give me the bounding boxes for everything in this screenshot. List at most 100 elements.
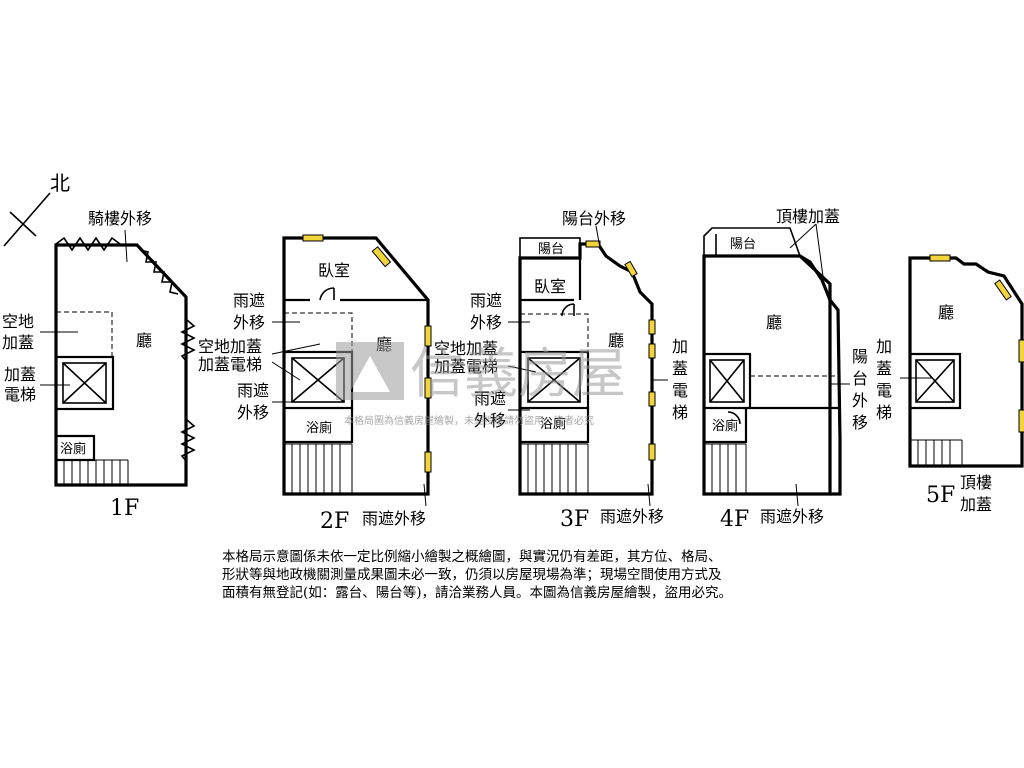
room-hall-4f: 廳 [766,313,782,332]
vacant-area-dash-2f [284,312,353,352]
label-elev-5f-2: 蓋 [876,359,892,378]
label-vacant-1f-b: 加蓋 [2,333,34,352]
label-canopy-2f-a2: 外移 [233,313,265,332]
stairs-2f [284,443,353,494]
window-3f-r3 [648,391,656,407]
floor-2f: 雨遮 外移 空地加蓋 加蓋電梯 雨遮 外移 臥室 廳 浴廁 雨遮外移 2F [198,234,432,534]
label-canopy-2f-bottom: 雨遮外移 [362,509,426,528]
leader-vacant-2f [271,343,321,355]
label-vacant-2f: 空地加蓋 [198,337,262,356]
window-5f-top [929,254,951,262]
label-elev-1f-a: 加蓋 [4,365,36,384]
label-roof-5f-2: 加蓋 [960,495,992,514]
room-hall-3f: 廳 [608,331,624,350]
label-elev-2f: 加蓋電梯 [198,355,262,374]
balcony-4f [703,227,801,257]
watermark-logo [336,342,404,400]
elevator-4f-cab [709,359,745,403]
window-3f-r1 [648,319,656,335]
canopy-zigzag-1f-b [180,419,196,463]
disclaimer-line-2: 形狀等與地政機關測量成果圖未必一致，仍須以房屋現場為準；現場空間使用方式及 [222,567,722,583]
window-2f-r2 [424,377,432,399]
label-canopy-4f-bottom: 雨遮外移 [760,507,824,526]
label-balcony-4f-v3: 外 [852,391,868,410]
room-balcony-3f: 陽台 [538,242,564,257]
leader-arcade [124,229,128,263]
leader-elev-2f [271,361,301,381]
watermark-small-text: 本格局圖為信義房屋繪製，未經授權請勿盜用，違者必究 [344,414,594,427]
label-canopy-2f-a1: 雨遮 [233,291,265,310]
window-2f-r3 [424,451,432,473]
canopy-zigzag-1f-a [180,319,196,363]
label-elev-5f-1: 加 [876,337,892,356]
elevator-1f [54,355,115,411]
room-balcony-4f: 陽台 [730,237,756,252]
disclaimer-line-3: 面積有無登記(如：露台、陽台等)，請洽業務人員。本圖為信義房屋繪製，盜用必究。 [222,585,733,601]
floor-label-4f: 4F [720,507,749,532]
door-4f-bath [727,411,741,425]
door-3f-bed [561,303,575,317]
label-elev-5f-4: 梯 [876,403,892,422]
floor-1f-outline [54,243,188,487]
arcade-zigzag-diag [139,249,179,295]
elevator-1f-cab [62,362,107,404]
floor-3f-outline [518,242,654,496]
window-2f-diag [371,246,392,268]
label-roof-add-4f: 頂樓加蓋 [776,207,840,226]
label-balcony-4f-v4: 移 [852,413,868,432]
label-canopy-2f-b1: 雨遮 [237,381,269,400]
elevator-4f-x2 [709,359,745,403]
label-canopy-3f-bottom: 雨遮外移 [600,507,664,526]
leader-canopy-4f-bottom [795,483,799,507]
arcade-zigzag [55,236,121,252]
window-3f-top [585,240,601,248]
north-label: 北 [50,171,70,195]
vacant-area-dash [56,311,113,357]
label-arcade-move: 騎樓外移 [88,209,152,228]
floor-5f-outline [908,256,1024,468]
leader-roof-add-b [815,223,825,285]
room-bath-4f: 浴廁 [712,418,738,434]
label-elev-5f-3: 電 [876,381,892,400]
label-balcony-4f-v1: 陽 [852,347,868,366]
room-bath-1f: 浴廁 [60,441,86,457]
room-hall-1f: 廳 [136,331,152,350]
label-elev-3f: 加蓋電梯 [434,357,498,376]
vacant-area-dash-3f [520,313,589,352]
label-canopy-3f-b1: 雨遮 [474,389,506,408]
window-3f-diag [624,260,638,278]
label-vacant-1f-a: 空地 [2,312,34,331]
window-3f-r2 [648,343,656,359]
room-bedroom-2f: 臥室 [318,261,350,280]
label-balcony-4f-v2: 台 [852,369,868,388]
disclaimer-line-1: 本格局示意圖係未依一定比例縮小繪製之概繪圖，與實況仍有差距，其方位、格局、 [222,549,722,565]
floor-1f: 騎樓外移 空地 加蓋 加蓋 電梯 廳 浴廁 1F [2,209,196,521]
watermark: 信義房屋 本格局圖為信義房屋繪製，未經授權請勿盜用，違者必究 [336,342,626,427]
elevator-3f-x2 [527,357,581,403]
floor-4f-outline [702,254,832,496]
label-elev-3f-v3: 電 [672,381,688,400]
label-vacant-3f: 空地加蓋 [434,339,498,358]
floor-4f-outline-right [799,254,842,496]
bath-3f [520,408,590,444]
label-canopy-3f-b2: 外移 [474,411,506,430]
disclaimer-note: 本格局示意圖係未依一定比例縮小繪製之概繪圖，與實況仍有差距，其方位、格局、 形狀… [222,548,822,602]
label-roof-5f-1: 頂樓 [960,473,992,492]
label-elev-3f-v1: 加 [672,337,688,356]
window-3f-r4 [648,443,656,461]
elevator-5f-cab [915,359,955,403]
leader-roof-add-a [789,223,817,249]
watermark-brand: 信義房屋 [410,342,626,405]
window-5f-r2 [1018,409,1024,433]
floor-label-5f: 5F [926,483,955,508]
room-bath-2f: 浴廁 [306,420,332,436]
compass-arrow [3,192,51,247]
compass-cross [9,211,37,237]
window-5f-r1 [1018,339,1024,363]
elevator-5f-x2 [915,359,955,403]
stairs-5f [910,439,963,466]
label-canopy-2f-b2: 外移 [237,403,269,422]
floor-label-3f: 3F [560,507,589,532]
elevator-2f-x2 [291,357,345,403]
floor-4f: 頂樓加蓋 陽台 廳 浴廁 陽 台 外 移 雨遮外移 4F [702,207,868,532]
